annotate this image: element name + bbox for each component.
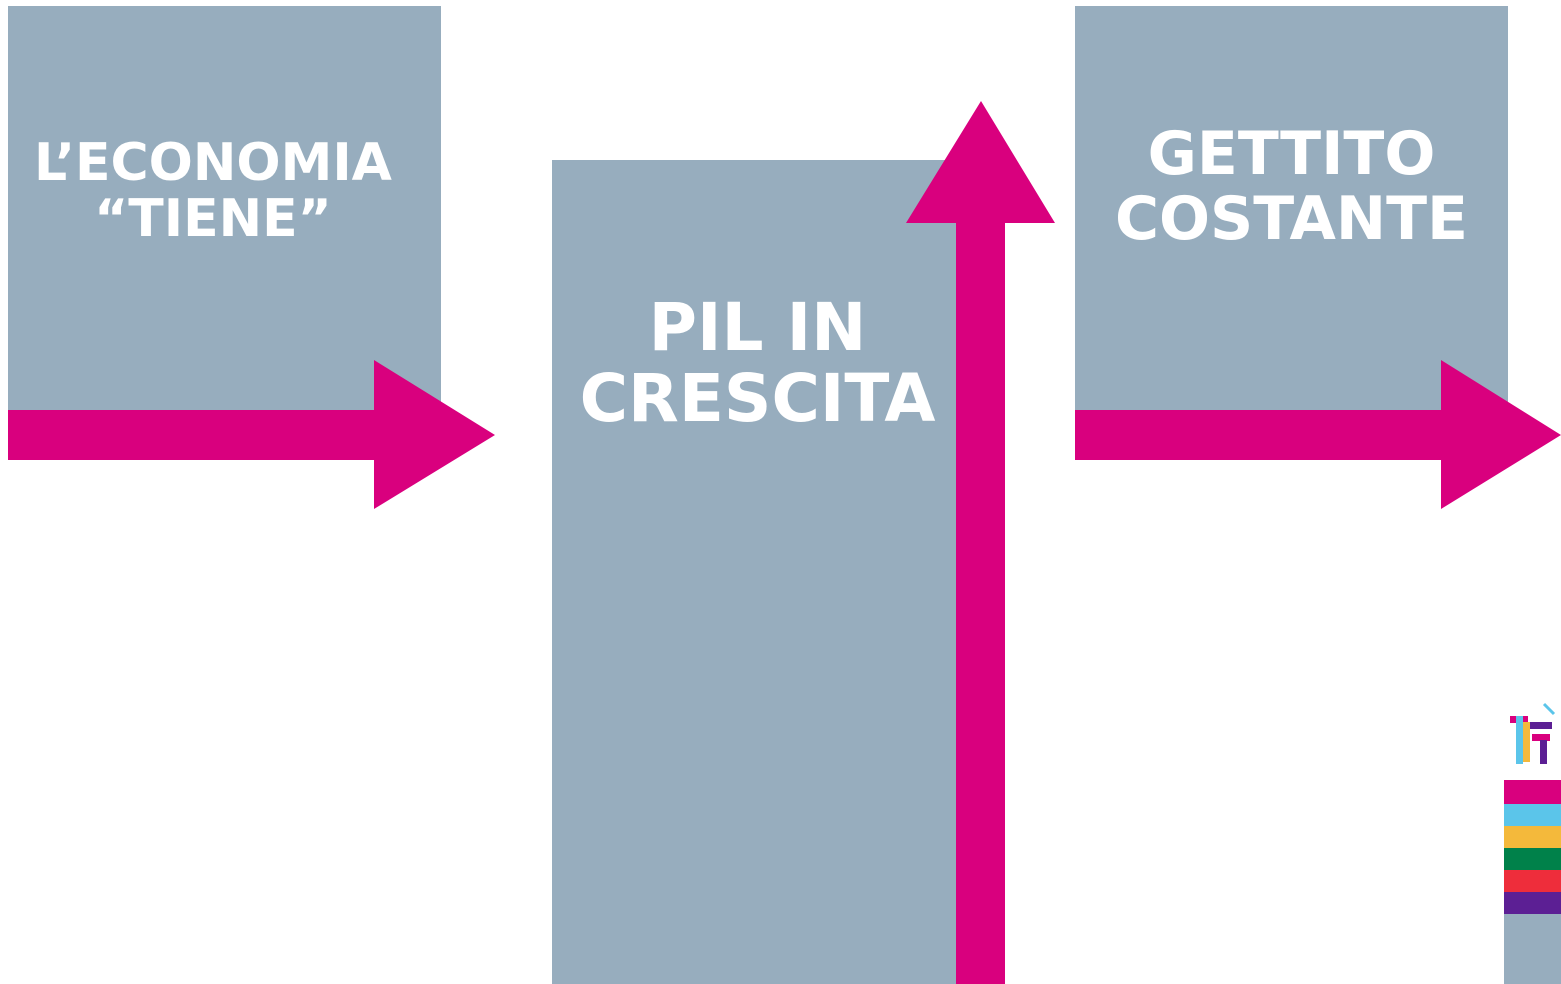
economia-label: L’ECONOMIA “TIENE” bbox=[8, 135, 418, 247]
economia-label-line1: L’ECONOMIA bbox=[34, 133, 392, 193]
gettito-label-line2: COSTANTE bbox=[1114, 183, 1469, 254]
economia-box bbox=[8, 6, 441, 460]
pil-box bbox=[552, 160, 956, 984]
stripe-red bbox=[1504, 870, 1561, 892]
economia-label-line2: “TIENE” bbox=[94, 189, 332, 250]
stripe-green bbox=[1504, 848, 1561, 870]
brand-logo-mark bbox=[1510, 702, 1556, 764]
gettito-label-line1: GETTITO bbox=[1147, 119, 1436, 189]
gettito-box bbox=[1075, 6, 1508, 460]
pil-label-line1: PIL IN bbox=[648, 289, 867, 366]
stripe-grey bbox=[1504, 914, 1561, 984]
pil-label-line2: CRESCITA bbox=[579, 360, 936, 438]
stripe-purple bbox=[1504, 892, 1561, 914]
right-arrow-1 bbox=[8, 360, 495, 509]
right-arrow-2 bbox=[1075, 360, 1561, 509]
gettito-label: GETTITO COSTANTE bbox=[1075, 122, 1508, 252]
pil-label: PIL IN CRESCITA bbox=[560, 292, 955, 435]
stripe-cyan bbox=[1504, 804, 1561, 826]
stripe-magenta bbox=[1504, 780, 1561, 804]
brand-logo bbox=[1506, 700, 1561, 770]
stripe-yellow bbox=[1504, 826, 1561, 848]
up-arrow bbox=[906, 101, 1055, 984]
